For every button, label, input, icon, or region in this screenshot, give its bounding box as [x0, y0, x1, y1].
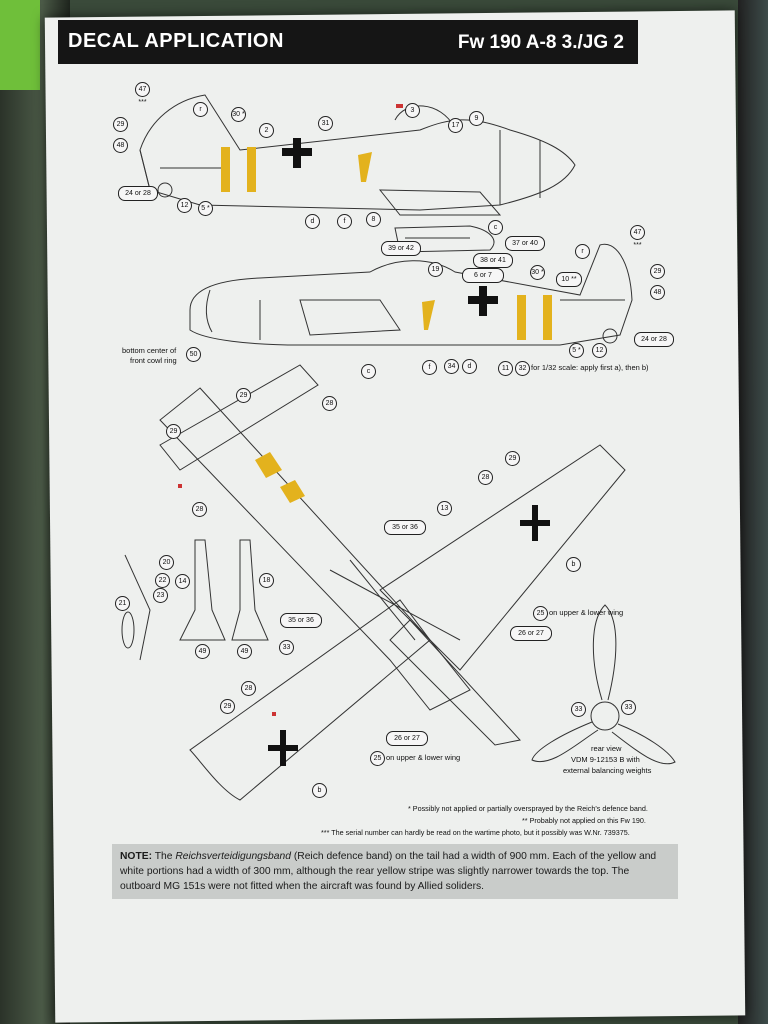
callout-29-wing-b: 29	[220, 699, 235, 714]
callout-37-or-40: 37 or 40	[505, 236, 545, 251]
callout-r: r	[193, 102, 208, 117]
callout-29-tail: 29	[236, 388, 251, 403]
prop-label-2: VDM 9-12153 B with	[571, 755, 640, 764]
callout-29-wing: 29	[505, 451, 520, 466]
callout-47-b: 47 ***	[630, 225, 645, 249]
callout-18: 18	[259, 573, 274, 588]
callout-26-or-27: 26 or 27	[510, 626, 552, 641]
callout-5: 5 *	[198, 201, 213, 216]
callout-8: 8	[366, 212, 381, 227]
prop-label-1: rear view	[591, 744, 622, 753]
background-green-tab	[0, 0, 40, 90]
callout-17: 17	[448, 118, 463, 133]
callout-34: 34	[444, 359, 459, 374]
callout-19: 19	[428, 262, 443, 277]
side-view-upper	[139, 94, 576, 253]
cross-markings	[268, 138, 550, 766]
callout-22: 22	[155, 573, 170, 588]
callout-12-b: 12	[592, 343, 607, 358]
label-scale-note: for 1/32 scale: apply first a), then b)	[531, 363, 649, 372]
note-box: NOTE: The Reichsverteidigungsband (Reich…	[112, 844, 678, 899]
callout-39-or-42: 39 or 42	[381, 241, 421, 256]
callout-24-or-28: 24 or 28	[118, 186, 158, 201]
callout-13: 13	[437, 501, 452, 516]
callout-48: 48	[113, 138, 128, 153]
page-header: DECAL APPLICATION Fw 190 A-8 3./JG 2	[58, 20, 638, 64]
callout-21: 21	[115, 596, 130, 611]
prop-label-3: external balancing weights	[563, 766, 652, 775]
callout-28-wing-b: 28	[241, 681, 256, 696]
callout-f: f	[337, 214, 352, 229]
callout-28-tail: 28	[322, 396, 337, 411]
callout-2: 2	[259, 123, 274, 138]
propeller-rear-view	[531, 604, 676, 765]
callout-28-tail-b: 28	[192, 502, 207, 517]
callout-29-b: 29	[650, 264, 665, 279]
callout-32: 32	[515, 361, 530, 376]
callout-28-wing: 28	[478, 470, 493, 485]
callout-31: 31	[318, 116, 333, 131]
plan-view	[159, 364, 626, 801]
side-view-lower	[189, 243, 633, 346]
callout-29: 29	[113, 117, 128, 132]
callout-20: 20	[159, 555, 174, 570]
callout-33-prop-b: 33	[621, 700, 636, 715]
callout-c-b: c	[361, 364, 376, 379]
callout-6-or-7: 6 or 7	[462, 268, 504, 283]
callout-r-b: r	[575, 244, 590, 259]
callout-30: 30 *	[231, 107, 246, 122]
callout-23: 23	[153, 588, 168, 603]
callout-24-or-28-b: 24 or 28	[634, 332, 674, 347]
callout-f-b: f	[422, 360, 437, 375]
callout-35-or-36: 35 or 36	[384, 520, 426, 535]
defence-bands	[221, 147, 552, 503]
callout-d: d	[305, 214, 320, 229]
footnote-2: ** Probably not applied on this Fw 190.	[522, 816, 646, 825]
callout-38-or-41: 38 or 41	[473, 253, 513, 268]
callout-49-b: 49	[237, 644, 252, 659]
label-upper-lower-wing-2: on upper & lower wing	[386, 753, 461, 762]
callout-9: 9	[469, 111, 484, 126]
note-prefix: NOTE:	[120, 851, 153, 862]
callout-5-b: 5 *	[569, 343, 584, 358]
callout-33-prop: 33	[571, 702, 586, 717]
callout-d-b: d	[462, 359, 477, 374]
footnote-1: * Possibly not applied or partially over…	[408, 804, 648, 813]
note-text-2: (Reich defence band) on the tail had a w…	[120, 851, 657, 892]
callout-47: 47 ***	[135, 82, 150, 106]
footnote-3: *** The serial number can hardly be read…	[321, 828, 630, 837]
page-title: DECAL APPLICATION	[68, 30, 284, 52]
callout-26-or-27-b: 26 or 27	[386, 731, 428, 746]
callout-c: c	[488, 220, 503, 235]
callout-11: 11	[498, 361, 513, 376]
callout-b: b	[566, 557, 581, 572]
callout-14: 14	[175, 574, 190, 589]
callout-25-b: 25	[370, 751, 385, 766]
note-italic: Reichsverteidigungsband	[175, 851, 291, 862]
callout-50: 50	[186, 347, 201, 362]
callout-3: 3	[405, 103, 420, 118]
callout-33-wing: 33	[279, 640, 294, 655]
callout-12: 12	[177, 198, 192, 213]
callout-35-or-36-b: 35 or 36	[280, 613, 322, 628]
callout-48-b: 48	[650, 285, 665, 300]
callout-b-b: b	[312, 783, 327, 798]
label-bottom-cowl: bottom center of	[122, 346, 177, 355]
callout-30-b: 30 *	[530, 265, 545, 280]
red-stencils	[178, 104, 403, 716]
callout-49: 49	[195, 644, 210, 659]
callout-29-tail-b: 29	[166, 424, 181, 439]
note-text-1: The	[152, 851, 176, 862]
detail-drawings	[121, 539, 269, 661]
aircraft-title: Fw 190 A-8 3./JG 2	[457, 32, 624, 53]
callout-10: 10 **	[556, 272, 582, 287]
label-upper-lower-wing-1: on upper & lower wing	[549, 608, 624, 617]
label-front-cowl-ring: front cowl ring	[130, 356, 177, 365]
callout-25: 25	[533, 606, 548, 621]
